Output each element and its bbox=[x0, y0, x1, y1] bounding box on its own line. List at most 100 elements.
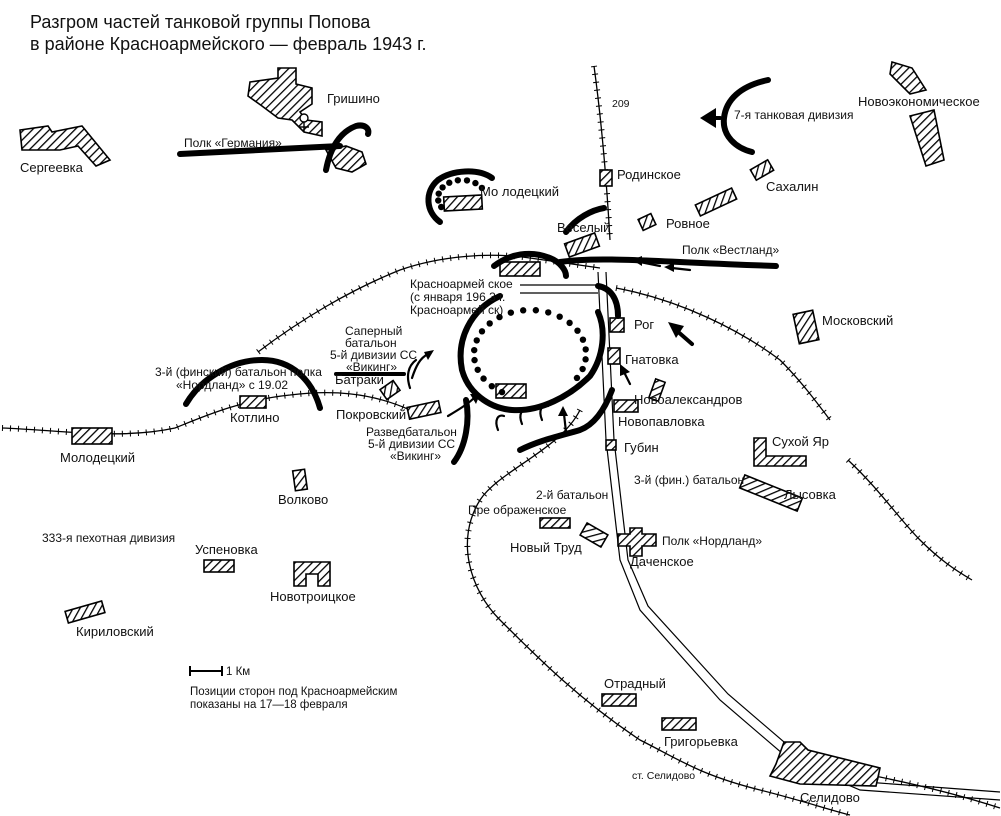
label-infantry-333: 333-я пехотная дивизия bbox=[42, 531, 175, 545]
ring-dot bbox=[582, 356, 589, 363]
legend-note-line-2: показаны на 17—18 февраля bbox=[190, 699, 348, 711]
ring-dot bbox=[556, 313, 563, 320]
novoaleksandrov-shape bbox=[647, 377, 667, 403]
label-preobrazhenskoe: Пре ображенское bbox=[468, 503, 567, 517]
label-regiment-nordland: Полк «Нордланд» bbox=[662, 534, 762, 548]
sakhalin-shape-2 bbox=[694, 187, 738, 217]
ring-dot bbox=[473, 337, 480, 344]
ring-dot bbox=[435, 190, 442, 197]
railway-network bbox=[1, 65, 1001, 816]
label-sukhoy-yar: Сухой Яр bbox=[772, 434, 829, 449]
label-battalion-2: 2-й батальон bbox=[536, 488, 608, 502]
novotroitskoe-shape bbox=[293, 561, 331, 587]
lysovka-shape bbox=[738, 473, 804, 513]
ring-dot bbox=[478, 328, 486, 335]
ring-dot bbox=[507, 309, 515, 316]
ring-dot bbox=[463, 177, 471, 184]
ring-dot bbox=[574, 327, 581, 334]
ring-dot bbox=[566, 319, 573, 327]
ring-dot bbox=[471, 356, 478, 364]
label-kotlino: Котлино bbox=[230, 410, 279, 425]
ring-dot bbox=[438, 203, 445, 211]
encirclement-ring-icon bbox=[425, 168, 606, 414]
label-rodinskoe: Родинское bbox=[617, 167, 681, 182]
church-icon bbox=[299, 113, 309, 132]
ring-dot bbox=[446, 179, 453, 186]
ring-dot bbox=[579, 365, 586, 373]
molodetsky-west-shape bbox=[71, 427, 113, 445]
label-rovnoe: Ровное bbox=[666, 216, 710, 231]
veselyi-shape bbox=[563, 231, 601, 259]
label-novoekonomicheskoe: Новоэкономическое bbox=[858, 94, 980, 109]
selidovo-shape bbox=[768, 741, 881, 787]
ring-dot bbox=[439, 184, 446, 191]
ring-dot bbox=[488, 382, 496, 390]
label-finn-battalion-short: 3-й (фин.) батальон bbox=[634, 473, 744, 487]
ring-dot bbox=[519, 307, 527, 314]
ring-dot bbox=[472, 179, 479, 187]
label-grishino: Гришино bbox=[327, 91, 380, 106]
krasnoarmeyskoe-shape bbox=[499, 261, 541, 277]
scale-bar: 1 Км bbox=[189, 666, 250, 678]
label-novy-trud: Новый Труд bbox=[510, 540, 582, 555]
settlement-labels: Гришино Сергеевка Мо лодецкий Родинское … bbox=[20, 91, 980, 805]
label-novopavlovka: Новопавловка bbox=[618, 414, 705, 429]
label-pokrovsky: Покровский bbox=[336, 407, 406, 422]
legend-note-line-1: Позиции сторон под Красноармейским bbox=[190, 686, 397, 698]
title-line-2: в районе Красноармейского — февраль 1943… bbox=[30, 34, 427, 54]
label-st-selidovo: ст. Селидово bbox=[632, 770, 695, 782]
kotlino-shape bbox=[239, 395, 267, 409]
label-lysovka: Лысовка bbox=[784, 487, 837, 502]
grigorievka-shape bbox=[661, 717, 697, 731]
label-veselyi: Веселый bbox=[557, 220, 610, 235]
label-otradny: Отрадный bbox=[604, 676, 666, 691]
railway-southeast bbox=[869, 772, 1001, 811]
label-molodetsky-west: Молодецкий bbox=[60, 450, 135, 465]
railway-far-east bbox=[845, 457, 974, 583]
ring-dot bbox=[498, 388, 506, 396]
railway-northwest bbox=[256, 252, 601, 355]
settlement-shapes bbox=[19, 60, 945, 787]
novoekonomicheskoe-shape-2 bbox=[908, 109, 945, 168]
label-finnish-battalion-2: «Нордланд» с 19.02 bbox=[176, 378, 288, 392]
label-gnatovka: Гнатовка bbox=[625, 352, 679, 367]
label-gubin: Губин bbox=[624, 440, 659, 455]
novopavlovka-shape bbox=[613, 399, 639, 413]
dachenskoe-shape bbox=[617, 527, 657, 557]
label-novoaleksandrov: Новоалександров bbox=[634, 392, 742, 407]
ring-dot bbox=[478, 184, 486, 192]
gubin-shape bbox=[605, 439, 617, 451]
label-selidovo: Селидово bbox=[800, 790, 860, 805]
rog-shape bbox=[609, 317, 625, 333]
label-grigorievka: Григорьевка bbox=[664, 734, 739, 749]
ring-dot bbox=[582, 346, 589, 353]
label-uspenovka: Успеновка bbox=[195, 542, 258, 557]
label-volkovo: Волково bbox=[278, 492, 328, 507]
label-dachenskoe: Даченское bbox=[630, 554, 694, 569]
label-molodetsky-north: Мо лодецкий bbox=[480, 184, 559, 199]
label-novotroitskoe: Новотроицкое bbox=[270, 589, 356, 604]
label-sapper-2: батальон bbox=[345, 336, 397, 350]
ring-dot bbox=[545, 309, 552, 316]
railway-south bbox=[464, 408, 851, 816]
volkovo-shape bbox=[291, 468, 309, 492]
sakhalin-shape-1 bbox=[749, 158, 775, 182]
rovnoe-shape bbox=[637, 212, 657, 232]
label-sergeevka: Сергеевка bbox=[20, 160, 84, 175]
ring-dot bbox=[532, 307, 540, 314]
ring-dot bbox=[486, 320, 493, 327]
label-sakhalin: Сахалин bbox=[766, 179, 818, 194]
uspenovka-shape bbox=[203, 559, 235, 573]
label-recon-2: 5-й дивизии СС bbox=[368, 437, 455, 451]
pokrovsky-shape bbox=[406, 399, 442, 421]
preobrazhenskoe-shape bbox=[539, 517, 571, 529]
moskovsky-shape bbox=[792, 309, 820, 345]
sergeevka-shape bbox=[19, 125, 112, 167]
gnatovka-shape bbox=[607, 347, 621, 365]
ring-dot bbox=[480, 375, 487, 382]
railway-north bbox=[591, 65, 613, 241]
rodinskoe-shape bbox=[599, 169, 613, 187]
label-regiment-germania: Полк «Германия» bbox=[184, 136, 282, 150]
molodetsky-north-shape bbox=[442, 194, 484, 212]
label-finnish-battalion-1: 3-й (финский) батальон полка bbox=[155, 365, 322, 379]
